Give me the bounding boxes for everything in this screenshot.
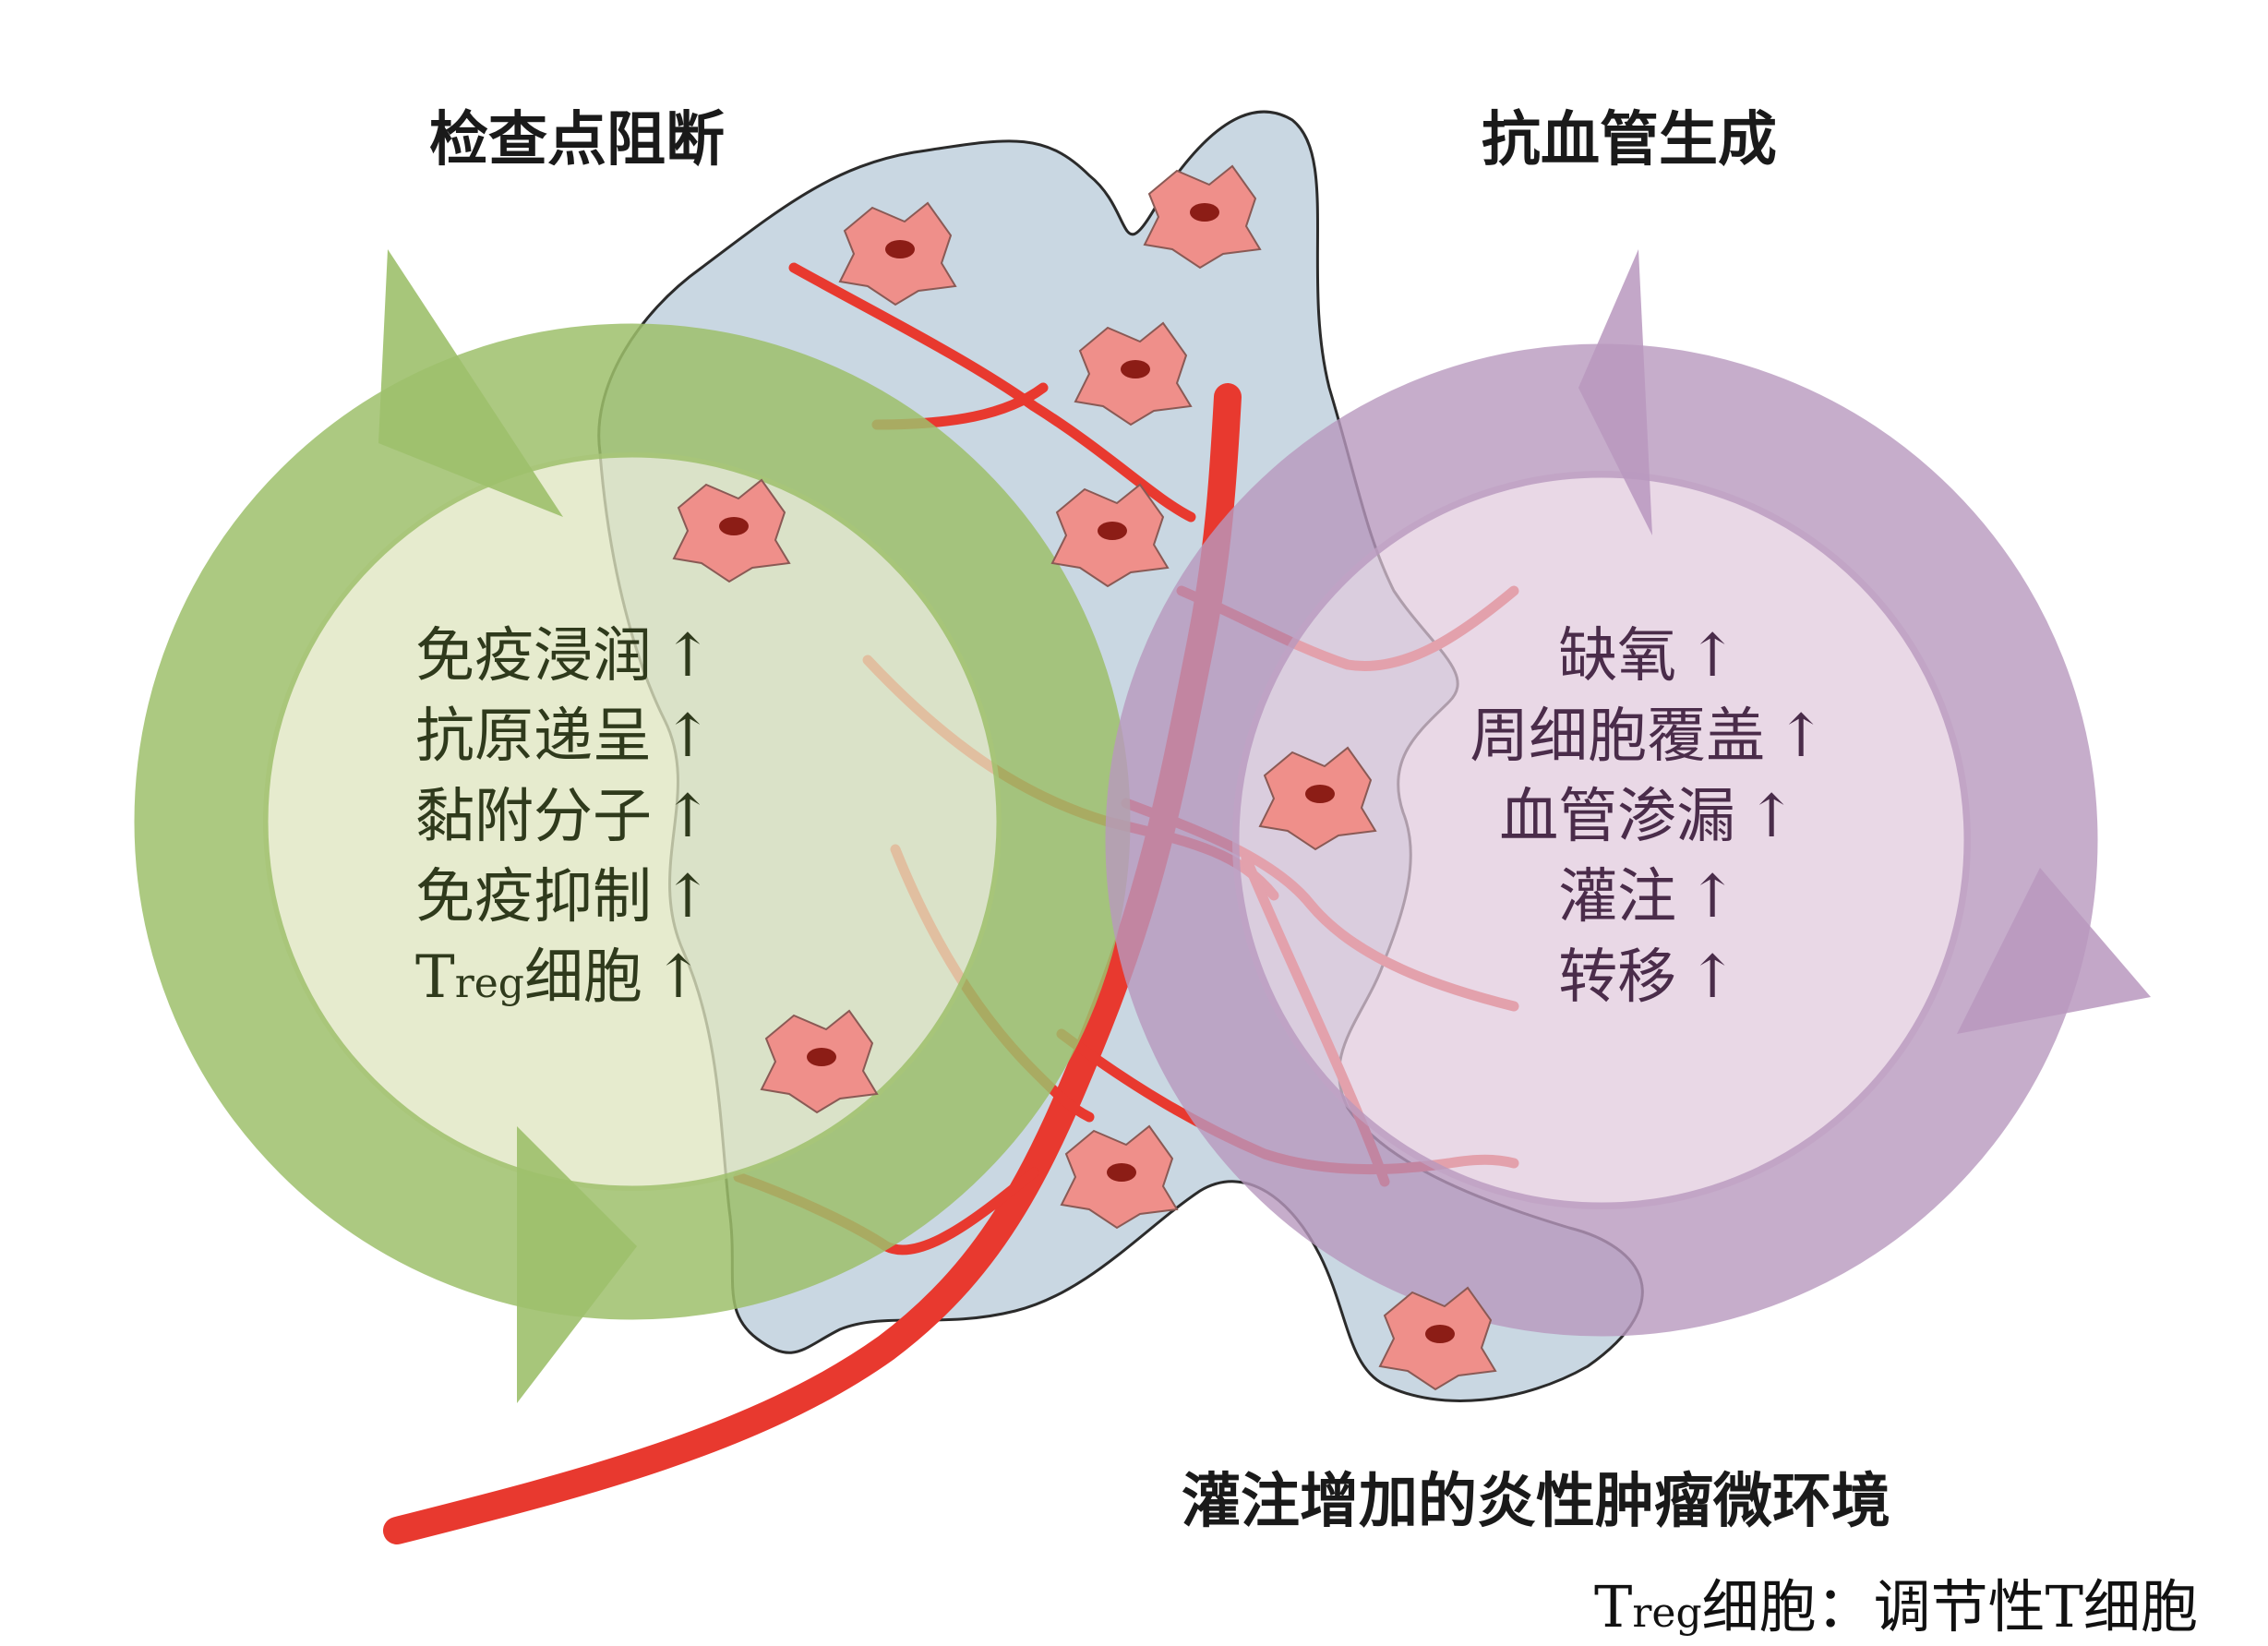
up-arrow-icon: ↑	[663, 863, 713, 931]
green-ring	[134, 323, 1131, 1320]
tumor-cell	[1074, 321, 1193, 427]
tumor-cell	[838, 201, 957, 306]
purple-cycle-arrow-top	[1578, 249, 1652, 535]
checkpoint-effects-list: 免疫浸润↑ 抗原递呈↑ 黏附分子↑ 免疫抑制↑ Treg细胞↑	[415, 617, 713, 1024]
footnote-treg-definition: Treg细胞：调节性T细胞	[1594, 1573, 2198, 1640]
up-arrow-icon: ↑	[663, 622, 713, 691]
effect-vascular-leakage: 血管渗漏↑	[1499, 783, 1796, 851]
antiangiogenesis-cycle	[1105, 249, 2151, 1337]
tumor-cell	[1378, 1286, 1497, 1391]
tumor-cell	[1060, 1124, 1179, 1230]
effect-metastasis: 转移↑	[1558, 943, 1737, 1012]
green-cycle-arrow-bottom	[517, 1126, 637, 1403]
up-arrow-icon: ↑	[1746, 783, 1796, 851]
effect-antigen-presentation: 抗原递呈↑	[415, 703, 713, 771]
tumor-cell	[1143, 164, 1262, 270]
green-cycle-arrow-top	[378, 249, 563, 517]
title-checkpoint-blockade: 检查点阻断	[429, 106, 725, 174]
effect-perfusion: 灌注↑	[1558, 863, 1737, 931]
tumor-cell	[1050, 483, 1170, 588]
green-inner-fill	[263, 452, 1002, 1191]
effect-immune-infiltration: 免疫浸润↑	[415, 622, 713, 691]
tumor-cell	[672, 478, 791, 583]
effect-pericyte-coverage: 周细胞覆盖↑	[1470, 703, 1826, 771]
effect-adhesion-molecules: 黏附分子↑	[415, 783, 713, 851]
tumor-cell	[1258, 746, 1377, 851]
up-arrow-icon: ↑	[653, 943, 703, 1012]
purple-cycle-arrow-right	[1957, 868, 2151, 1034]
title-inflamed-microenvironment: 灌注增加的炎性肿瘤微环境	[1182, 1468, 1890, 1536]
purple-inner-fill	[1232, 471, 1971, 1209]
effect-treg-cells: Treg细胞↑	[415, 943, 703, 1012]
effect-immunosuppression: 免疫抑制↑	[415, 863, 713, 931]
effect-hypoxia: 缺氧↑	[1558, 622, 1737, 691]
up-arrow-icon: ↑	[1687, 943, 1737, 1012]
up-arrow-icon: ↑	[663, 783, 713, 851]
up-arrow-icon: ↑	[1776, 703, 1826, 771]
title-antiangiogenesis: 抗血管生成	[1482, 106, 1777, 174]
up-arrow-icon: ↑	[1687, 863, 1737, 931]
antiangiogenesis-effects-list: 缺氧↑ 周细胞覆盖↑ 血管渗漏↑ 灌注↑ 转移↑	[1463, 617, 1832, 1018]
tumor-cells	[672, 164, 1497, 1391]
up-arrow-icon: ↑	[663, 703, 713, 771]
tumor-cell	[760, 1009, 879, 1114]
up-arrow-icon: ↑	[1687, 622, 1737, 691]
checkpoint-cycle	[134, 249, 1131, 1403]
